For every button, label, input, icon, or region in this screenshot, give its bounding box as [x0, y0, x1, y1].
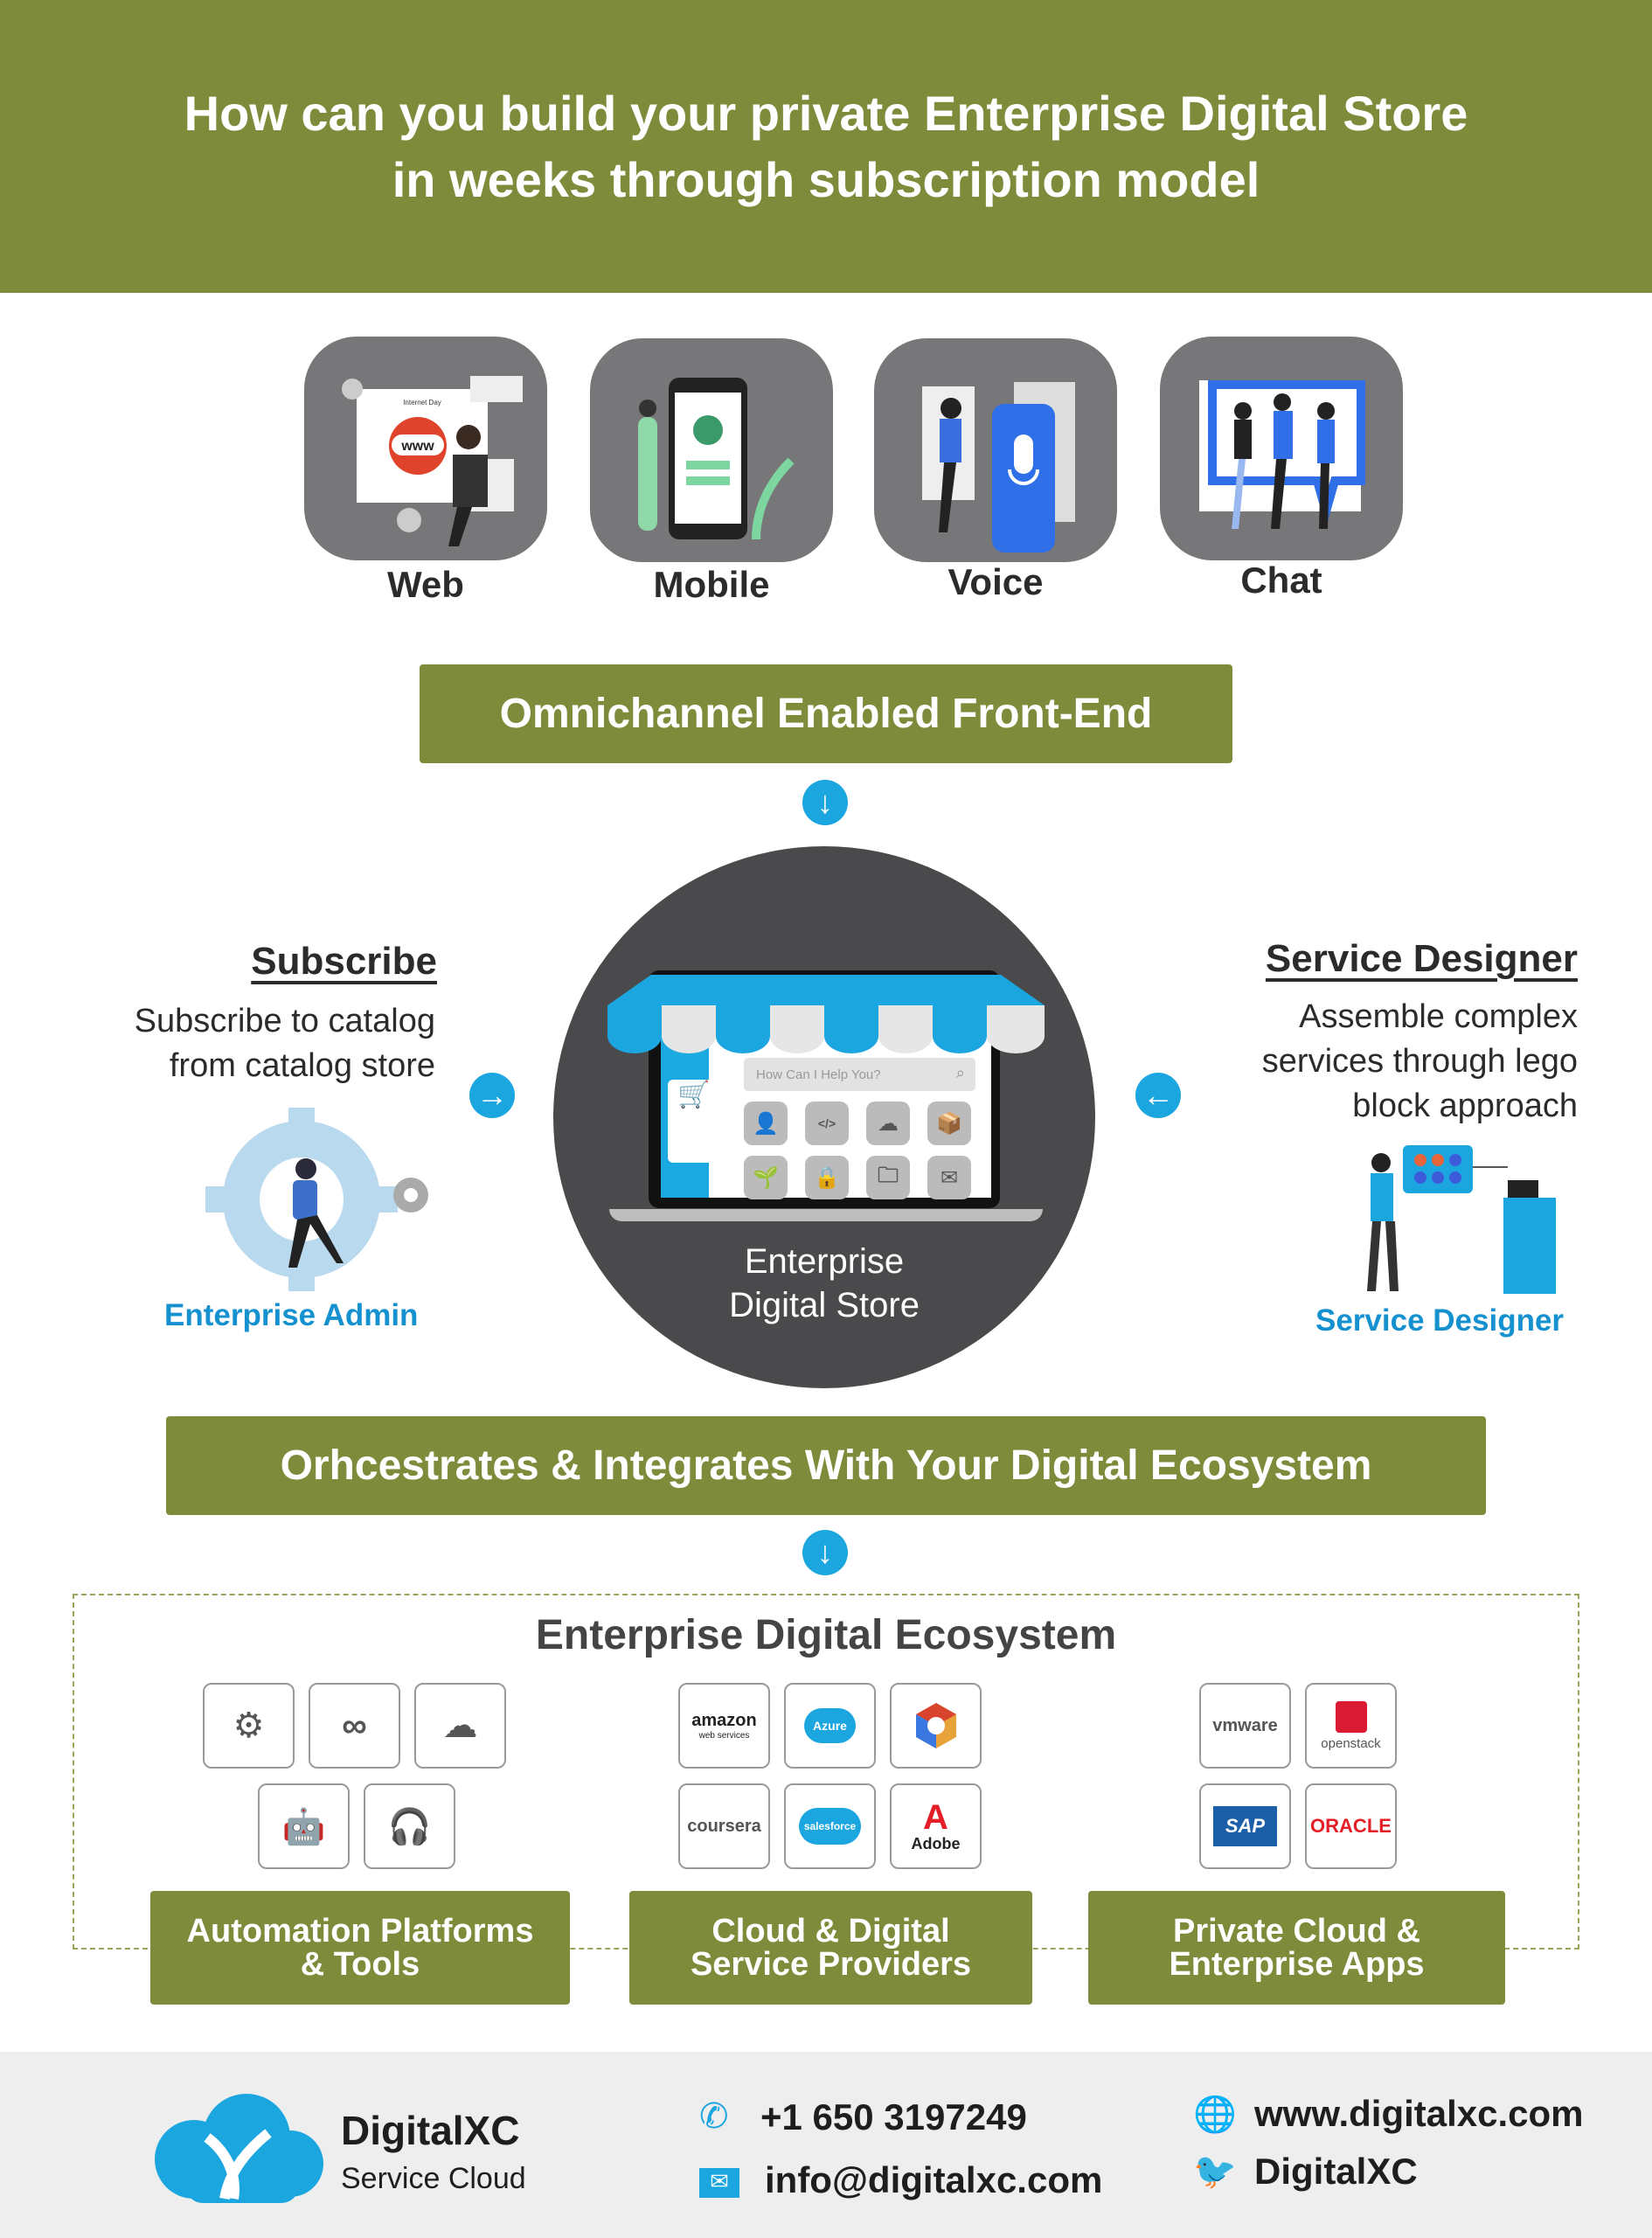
oracle-logo: ORACLE: [1305, 1783, 1397, 1869]
voice-illustration: [874, 338, 1117, 562]
channel-label-chat: Chat: [1240, 560, 1322, 601]
website-link[interactable]: www.digitalxc.com: [1254, 2093, 1584, 2134]
gear-code-icon: ⚙: [203, 1683, 295, 1769]
email-icon: ✉: [699, 2168, 739, 2198]
coursera-logo: coursera: [678, 1783, 770, 1869]
service-designer-label: Service Designer: [1315, 1303, 1565, 1338]
brand-subtitle: Service Cloud: [341, 2162, 526, 2195]
phone-number[interactable]: +1 650 3197249: [760, 2096, 1027, 2137]
orchestrate-banner: Orhcestrates & Integrates With Your Digi…: [166, 1416, 1486, 1515]
private-cloud-button: Private Cloud &Enterprise Apps: [1088, 1891, 1505, 2005]
ecosystem-title: Enterprise Digital Ecosystem: [535, 1612, 1117, 1658]
globe-icon: 🌐: [1193, 2096, 1237, 2134]
email-link[interactable]: info@digitalxc.com: [765, 2159, 1103, 2200]
arrow-down-icon: ↓: [802, 780, 848, 825]
svg-text:www: www: [400, 439, 434, 454]
brand-name: DigitalXC: [341, 2108, 520, 2153]
store-search-input[interactable]: How Can I Help You?⌕: [744, 1058, 975, 1091]
arrow-down-icon: ↓: [802, 1530, 848, 1575]
code-monitor-icon: </>: [805, 1102, 849, 1145]
channel-label-web: Web: [387, 564, 464, 605]
service-icon-grid: 👤 </> ☁ 📦 🌱 🔒 🗀 ✉: [744, 1102, 980, 1199]
infinity-icon: ∞: [309, 1683, 400, 1769]
awning: [607, 975, 1045, 1053]
enterprise-admin-illustration: [205, 1108, 428, 1291]
page-title-line2: in weeks through subscription model: [392, 151, 1260, 207]
arrow-right-icon: →: [469, 1073, 515, 1118]
header-banner: How can you build your private Enterpris…: [0, 0, 1652, 293]
add-user-icon: 👤: [744, 1102, 788, 1145]
search-icon: ⌕: [955, 1064, 965, 1081]
cloud-database-icon: ☁: [866, 1102, 910, 1145]
cart-icon: 🛒: [668, 1080, 720, 1163]
folder-key-icon: 🗀: [866, 1156, 910, 1199]
plant-hand-icon: 🌱: [744, 1156, 788, 1199]
azure-logo: Azure: [784, 1683, 876, 1769]
omnichannel-banner: Omnichannel Enabled Front-End: [420, 664, 1232, 763]
twitter-icon: 🐦: [1193, 2152, 1237, 2191]
vmware-logo: vmware: [1199, 1683, 1291, 1769]
page-title-line1: How can you build your private Enterpris…: [184, 85, 1468, 141]
lock-refresh-icon: 🔒: [805, 1156, 849, 1199]
cloud-mail-icon: ✉: [927, 1156, 971, 1199]
robot-icon: 🤖: [258, 1783, 350, 1869]
chat-illustration: [1160, 337, 1403, 560]
salesforce-logo: salesforce: [784, 1783, 876, 1869]
openstack-logo: openstack: [1305, 1683, 1397, 1769]
svg-text:Internet Day: Internet Day: [403, 399, 441, 407]
subscribe-heading: Subscribe: [251, 940, 437, 983]
laptop-base: [609, 1209, 1043, 1221]
phone-icon: ✆: [699, 2097, 729, 2136]
headset-icon: 🎧: [364, 1783, 455, 1869]
laptop-screen: 🛒 How Can I Help You?⌕ 👤 </> ☁ 📦 🌱 🔒 🗀 ✉: [661, 1032, 991, 1199]
mobile-illustration: [590, 338, 833, 562]
cloud-wifi-icon: ☁: [414, 1683, 506, 1769]
package-icon: 📦: [927, 1102, 971, 1145]
channel-label-voice: Voice: [947, 561, 1044, 602]
digitalxc-logo-icon: [155, 2094, 323, 2203]
twitter-handle[interactable]: DigitalXC: [1254, 2151, 1418, 2192]
web-illustration: www Internet Day: [304, 337, 547, 560]
google-cloud-logo: [890, 1683, 982, 1769]
service-designer-heading: Service Designer: [1265, 937, 1578, 980]
enterprise-admin-label: Enterprise Admin: [164, 1298, 419, 1332]
channel-label-mobile: Mobile: [653, 564, 770, 605]
arrow-left-icon: ←: [1135, 1073, 1181, 1118]
sap-logo: SAP: [1199, 1783, 1291, 1869]
automation-platforms-button: Automation Platforms& Tools: [150, 1891, 570, 2005]
service-designer-illustration: [1367, 1145, 1556, 1294]
